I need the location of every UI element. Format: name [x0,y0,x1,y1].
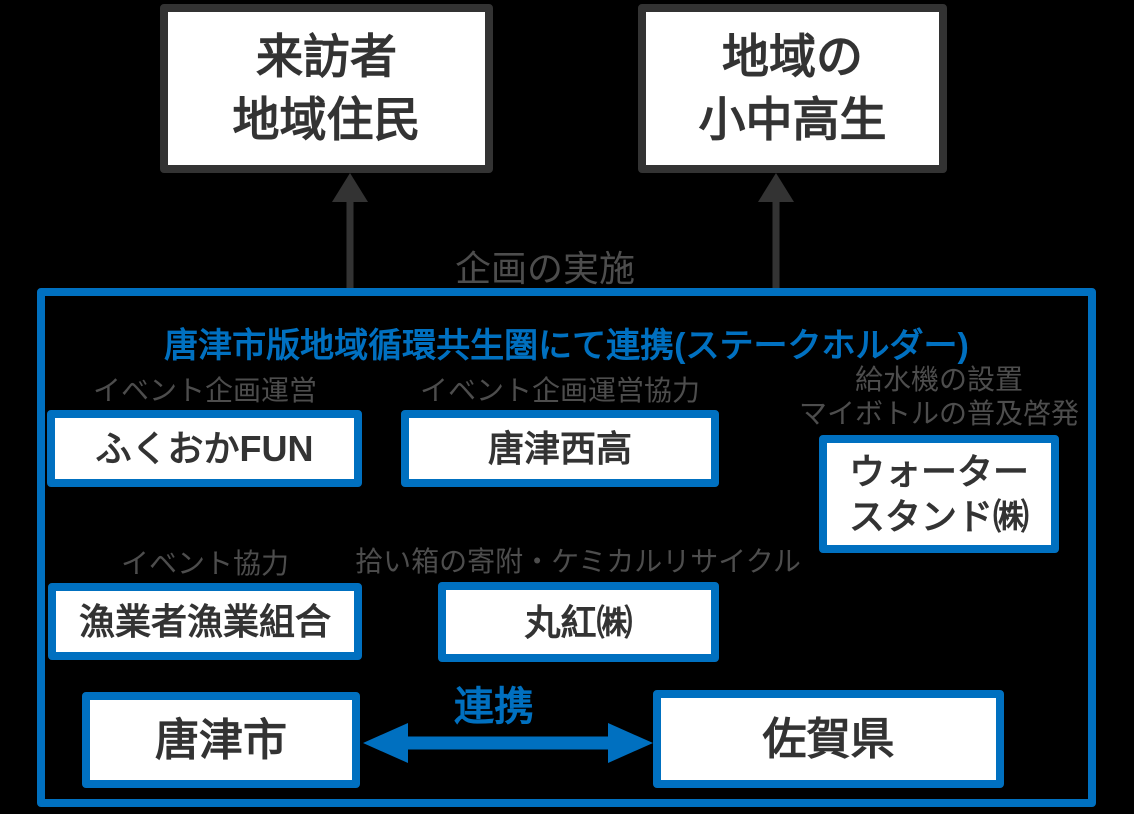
member-name-marubeni: 丸紅㈱ [524,601,633,643]
member-box-fishery: 漁業者漁業組合 [48,583,362,660]
visitors-line2: 地域住民 [232,92,421,146]
role-label-waterstand-line1: 給水機の設置 [854,364,1024,395]
member-box-karatsu-nishi: 唐津西高 [401,410,719,487]
double-arrow-icon [363,723,653,763]
students-line2: 小中高生 [698,92,887,146]
member-name-fishery: 漁業者漁業組合 [78,601,331,642]
students-box: 地域の 小中高生 [638,4,947,173]
member-name-waterstand-line1: ウォーター [848,451,1029,492]
up-arrow-icon [332,173,368,292]
role-label-waterstand: 給水機の設置 マイボトルの普及啓発 [799,363,1079,430]
partnership-label: 連携 [454,685,534,729]
member-name-saga-prefecture: 佐賀県 [762,714,895,764]
visitors-box: 来訪者 地域住民 [160,4,493,173]
up-arrow-icon [758,173,794,292]
member-name-karatsu-nishi: 唐津西高 [487,428,632,469]
member-name-waterstand-line2: スタンド㈱ [848,496,1029,537]
role-label-marubeni: 拾い箱の寄附・ケミカルリサイクル [355,546,801,577]
group-title: 唐津市版地域循環共生圏にて連携(ステークホルダー) [164,327,969,365]
member-box-fukuoka-fun: ふくおかFUN [47,410,362,487]
students-line1: 地域の [722,30,863,84]
member-box-waterstand: ウォーター スタンド㈱ [819,435,1059,553]
member-box-marubeni: 丸紅㈱ [438,582,719,662]
role-label-waterstand-line2: マイボトルの普及啓発 [798,397,1080,429]
member-name-fukuoka-fun: ふくおかFUN [95,428,314,469]
member-box-karatsu-city: 唐津市 [82,692,360,788]
member-name-karatsu-city: 唐津市 [155,715,287,765]
role-label-karatsu-nishi: イベント企画運営協力 [419,375,701,406]
visitors-line1: 来訪者 [256,30,397,84]
stakeholder-group-box: 唐津市版地域循環共生圏にて連携(ステークホルダー) イベント企画運営 イベント企… [37,288,1096,807]
role-label-fukuoka-fun: イベント企画運営 [92,375,318,406]
role-label-fishery: イベント協力 [120,548,290,579]
flow-label: 企画の実施 [455,248,636,289]
member-box-saga-prefecture: 佐賀県 [653,690,1004,788]
